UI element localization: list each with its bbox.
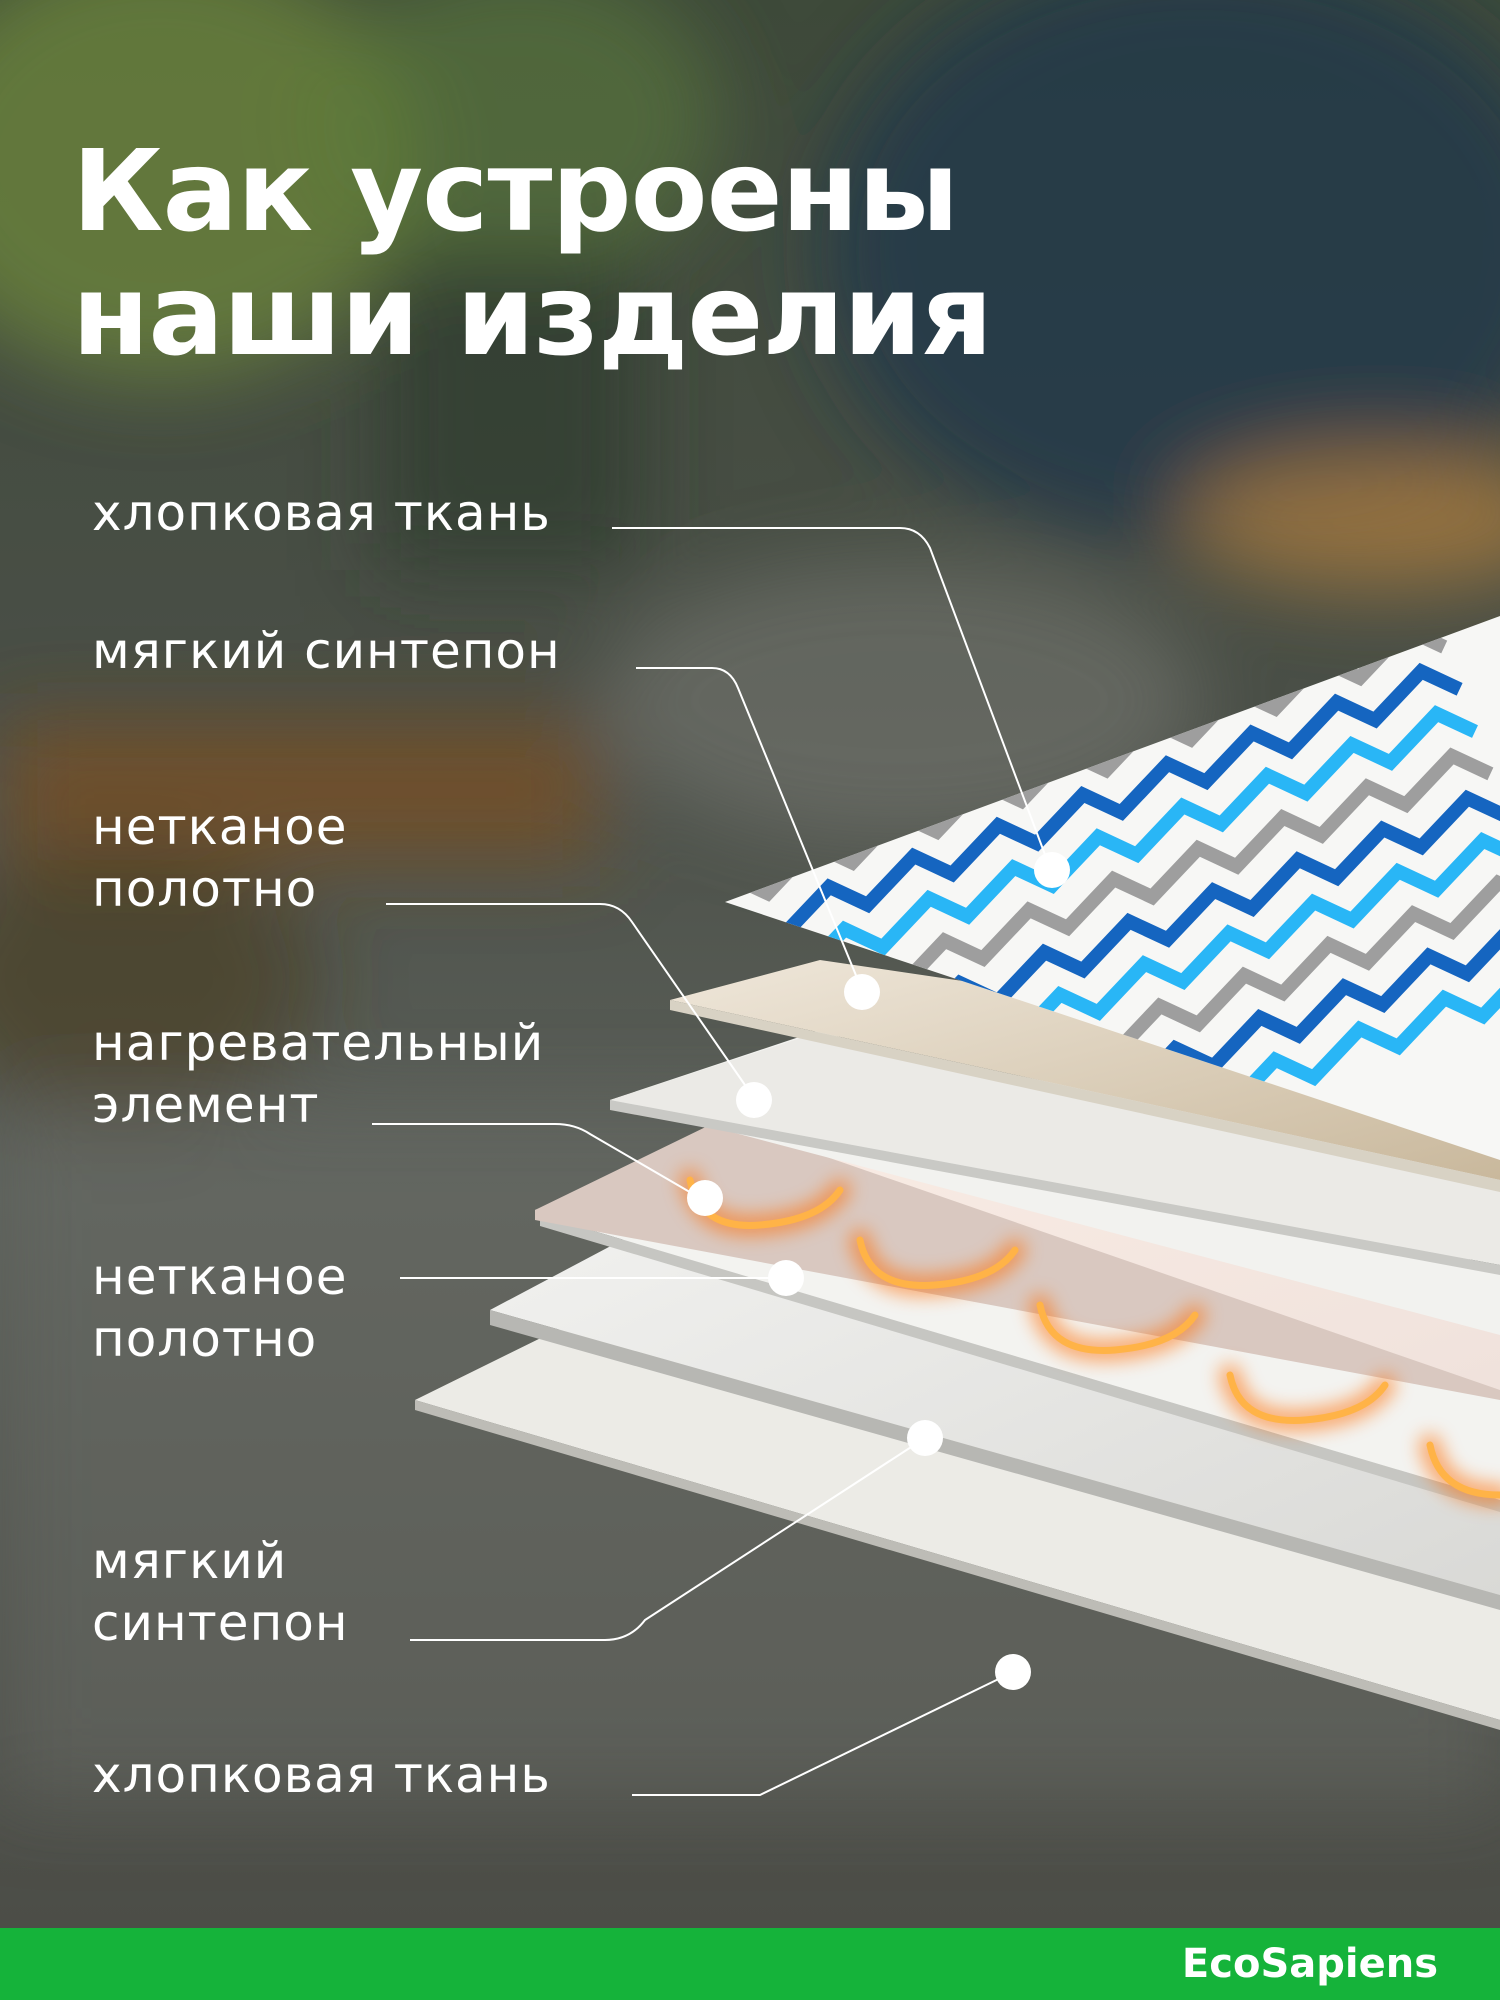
- label-layer-2: мягкий синтепон: [92, 620, 561, 682]
- marker-dot-5: [768, 1260, 804, 1296]
- leader-line-7: [632, 1671, 1014, 1796]
- leader-line-4: [372, 1123, 701, 1199]
- page-title: Как устроены наши изделия: [72, 130, 1072, 378]
- label-layer-3: нетканое полотно: [92, 796, 347, 920]
- layer-upper-nonwoven-top: [610, 1035, 1500, 1265]
- label-layer-3-line-1: нетканое: [92, 798, 348, 856]
- marker-dot-3: [736, 1082, 772, 1118]
- marker-dot-6: [907, 1420, 943, 1456]
- label-layer-5-line-1: нетканое: [92, 1248, 348, 1306]
- label-layer-4-line-1: нагревательный: [92, 1014, 545, 1072]
- label-layer-7: хлопковая ткань: [92, 1744, 551, 1806]
- leader-line-2: [636, 667, 863, 991]
- title-line-2: наши изделия: [72, 251, 993, 381]
- label-layer-5-line-2: полотно: [92, 1310, 318, 1368]
- marker-dot-2: [844, 974, 880, 1010]
- leader-line-6: [410, 1437, 926, 1641]
- label-layer-7-line-1: хлопковая ткань: [92, 1746, 551, 1804]
- label-layer-4: нагревательный элемент: [92, 1012, 544, 1136]
- label-layer-6-line-1: мягкий: [92, 1532, 288, 1590]
- title-line-1: Как устроены: [72, 127, 959, 257]
- brand-logo-text: EcoSapiens: [1181, 1941, 1438, 1987]
- label-layer-6: мягкий синтепон: [92, 1530, 349, 1654]
- marker-dot-7: [995, 1654, 1031, 1690]
- label-layer-2-line-1: мягкий синтепон: [92, 622, 561, 680]
- marker-dot-4: [687, 1180, 723, 1216]
- label-layer-5: нетканое полотно: [92, 1246, 347, 1370]
- label-layer-1: хлопковая ткань: [92, 482, 551, 544]
- leader-line-3: [386, 903, 755, 1099]
- leader-line-1: [612, 527, 1051, 869]
- marker-dot-1: [1034, 852, 1070, 888]
- label-layer-1-line-1: хлопковая ткань: [92, 484, 551, 542]
- label-layer-4-line-2: элемент: [92, 1076, 320, 1134]
- label-layer-6-line-2: синтепон: [92, 1594, 349, 1652]
- layer-upper-padding: [670, 960, 1500, 1180]
- label-layer-3-line-2: полотно: [92, 860, 318, 918]
- footer-bar: EcoSapiens: [0, 1928, 1500, 2000]
